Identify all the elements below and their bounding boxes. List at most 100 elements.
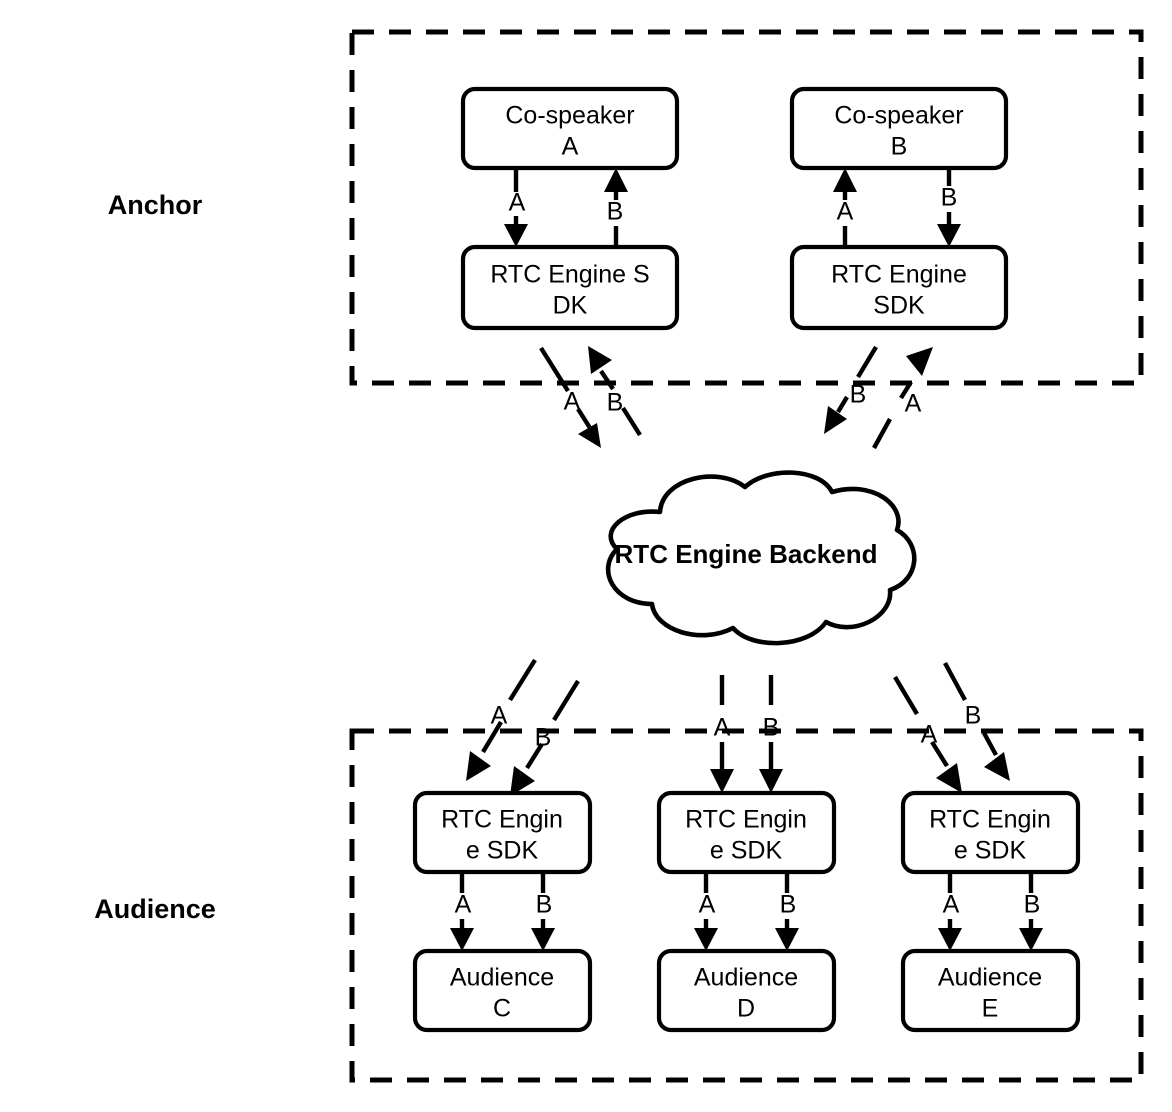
arrowhead-speaker-a-to-sdk-a xyxy=(504,224,528,247)
arrowhead-sdk-b-to-cloud xyxy=(824,406,847,434)
arrowhead-sdk-e-to-audience-e-a xyxy=(938,928,962,951)
audience-sdk-e-box[interactable] xyxy=(900,790,1081,875)
audience-sdk-e-label-line1: RTC Engin xyxy=(929,806,1051,834)
cloud-to-audience-1-edges: A B xyxy=(466,658,580,796)
arrowhead-cloud-to-aud3-b xyxy=(984,752,1010,781)
edge-cloud-to-aud3-a-seg2 xyxy=(930,740,949,768)
audience-d-box[interactable] xyxy=(656,948,837,1033)
edge-cloud-to-aud3-a-seg1 xyxy=(893,675,919,716)
anchor-section-label: Anchor xyxy=(108,190,203,220)
arrowhead-sdk-c-to-audience-c-a xyxy=(450,928,474,951)
co-speaker-a-label-line1: Co-speaker xyxy=(505,102,634,130)
audience-sdk-c-label-line2: e SDK xyxy=(466,837,539,865)
audience-sdk-c-box[interactable] xyxy=(412,790,593,875)
edge-sdk-b-to-cloud-seg1 xyxy=(856,345,878,379)
edge-label-sdk-c-to-audience-c-b: B xyxy=(536,891,553,919)
edge-cloud-to-sdk-b-seg2 xyxy=(899,380,913,400)
edge-cloud-to-aud1-b-seg2 xyxy=(525,742,544,770)
arrowhead-sdk-d-to-audience-d-b xyxy=(775,928,799,951)
edge-label-cloud-to-aud1-b: B xyxy=(535,724,552,752)
audience-column-1: RTC Engin e SDK Audience C A B xyxy=(412,790,593,1033)
rtc-engine-sdk-b-label-line2: SDK xyxy=(873,292,925,320)
edge-label-cloud-to-aud2-b: B xyxy=(763,714,780,742)
edge-label-speaker-a-to-sdk-a: A xyxy=(509,189,526,217)
edge-label-speaker-b-to-sdk-b: B xyxy=(941,184,958,212)
arrowhead-sdk-e-to-audience-e-b xyxy=(1019,928,1043,951)
audience-sdk-d-box[interactable] xyxy=(656,790,837,875)
edge-cloud-to-sdk-a-seg1 xyxy=(621,406,642,437)
co-speaker-b-label-line1: Co-speaker xyxy=(834,102,963,130)
edge-label-sdk-e-to-audience-e-a: A xyxy=(943,891,960,919)
audience-d-label-line1: Audience xyxy=(694,964,798,992)
co-speaker-b-label-line2: B xyxy=(891,133,908,161)
audience-section-label: Audience xyxy=(94,894,216,924)
rtc-engine-sdk-a-label-line1: RTC Engine S xyxy=(490,261,649,289)
rtc-engine-backend-cloud[interactable]: RTC Engine Backend xyxy=(605,470,917,646)
arrowhead-sdk-a-to-cloud xyxy=(578,423,601,448)
cloud-to-audience-3-edges: A B xyxy=(893,661,1010,793)
edge-label-cloud-to-aud3-b: B xyxy=(965,702,982,730)
arrowhead-cloud-to-sdk-b xyxy=(906,347,933,376)
arrowhead-sdk-d-to-audience-d-a xyxy=(694,928,718,951)
edge-cloud-to-aud1-b-seg1 xyxy=(552,679,580,722)
audience-sdk-d-label-line2: e SDK xyxy=(710,837,783,865)
edge-label-cloud-to-sdk-b: A xyxy=(905,390,922,418)
arrowhead-cloud-to-sdk-a xyxy=(588,346,612,374)
arrowhead-cloud-to-aud2-b xyxy=(759,769,783,793)
audience-c-label-line1: Audience xyxy=(450,964,554,992)
audience-column-3: RTC Engin e SDK Audience E A B xyxy=(900,790,1081,1033)
arrowhead-sdk-a-to-speaker-a xyxy=(604,168,628,192)
audience-e-label-line2: E xyxy=(982,995,999,1023)
rtc-engine-sdk-b-box[interactable] xyxy=(789,244,1009,331)
anchor-right-cloud-edges: B A xyxy=(824,345,933,450)
edge-sdk-b-to-cloud-seg2 xyxy=(836,395,849,414)
audience-sdk-c-label-line1: RTC Engin xyxy=(441,806,563,834)
rtc-engine-sdk-b-label-line1: RTC Engine xyxy=(831,261,967,289)
arrowhead-cloud-to-aud2-a xyxy=(710,769,734,793)
co-speaker-a-label-line2: A xyxy=(562,133,579,161)
rtc-engine-sdk-a-box[interactable] xyxy=(460,244,680,331)
arrowhead-cloud-to-aud1-a xyxy=(466,751,491,781)
arrowhead-sdk-c-to-audience-c-b xyxy=(531,928,555,951)
arrowhead-speaker-b-to-sdk-b xyxy=(937,224,961,247)
edge-label-cloud-to-sdk-a: B xyxy=(607,389,624,417)
audience-e-label-line1: Audience xyxy=(938,964,1042,992)
audience-e-box[interactable] xyxy=(900,948,1081,1033)
edge-sdk-a-to-cloud-seg1 xyxy=(539,346,570,393)
audience-d-label-line2: D xyxy=(737,995,755,1023)
edge-label-sdk-a-to-cloud: A xyxy=(564,388,581,416)
audience-sdk-e-label-line2: e SDK xyxy=(954,837,1027,865)
edge-label-sdk-b-to-speaker-b: A xyxy=(837,198,854,226)
edge-cloud-to-aud1-a-seg2 xyxy=(481,720,503,754)
arrowhead-cloud-to-aud3-a xyxy=(936,763,962,793)
edge-label-sdk-b-to-cloud: B xyxy=(850,381,867,409)
edge-label-cloud-to-aud2-a: A xyxy=(714,714,731,742)
edge-cloud-to-aud3-b-seg1 xyxy=(943,661,967,702)
edge-cloud-to-aud3-b-seg2 xyxy=(982,731,998,757)
edge-label-sdk-d-to-audience-d-a: A xyxy=(699,891,716,919)
audience-c-box[interactable] xyxy=(412,948,593,1033)
anchor-column-2: Co-speaker B RTC Engine SDK A B xyxy=(789,86,1009,331)
edge-label-sdk-a-to-speaker-a: B xyxy=(607,198,624,226)
edge-cloud-to-aud1-a-seg1 xyxy=(508,658,537,702)
co-speaker-a-box[interactable] xyxy=(460,86,680,171)
edge-sdk-a-to-cloud-seg2 xyxy=(576,407,592,430)
audience-c-label-line2: C xyxy=(493,995,511,1023)
cloud-label: RTC Engine Backend xyxy=(615,539,878,569)
edge-cloud-to-sdk-b-seg1 xyxy=(872,417,892,450)
co-speaker-b-box[interactable] xyxy=(789,86,1009,171)
arrowhead-sdk-b-to-speaker-b xyxy=(833,168,857,192)
anchor-group-frame xyxy=(349,29,1144,386)
arrowhead-cloud-to-aud1-b xyxy=(510,766,535,796)
cloud-to-audience-2-edges: A B xyxy=(710,675,783,793)
audience-column-2: RTC Engin e SDK Audience D A B xyxy=(656,790,837,1033)
anchor-column-1: Co-speaker A RTC Engine S DK A B xyxy=(460,86,680,331)
audience-sdk-d-label-line1: RTC Engin xyxy=(685,806,807,834)
audience-group-frame xyxy=(349,728,1144,1083)
rtc-engine-sdk-a-label-line2: DK xyxy=(553,292,588,320)
edge-label-sdk-c-to-audience-c-a: A xyxy=(455,891,472,919)
edge-cloud-to-sdk-a-seg2 xyxy=(599,369,615,391)
edge-label-cloud-to-aud1-a: A xyxy=(491,702,508,730)
edge-label-cloud-to-aud3-a: A xyxy=(921,721,938,749)
